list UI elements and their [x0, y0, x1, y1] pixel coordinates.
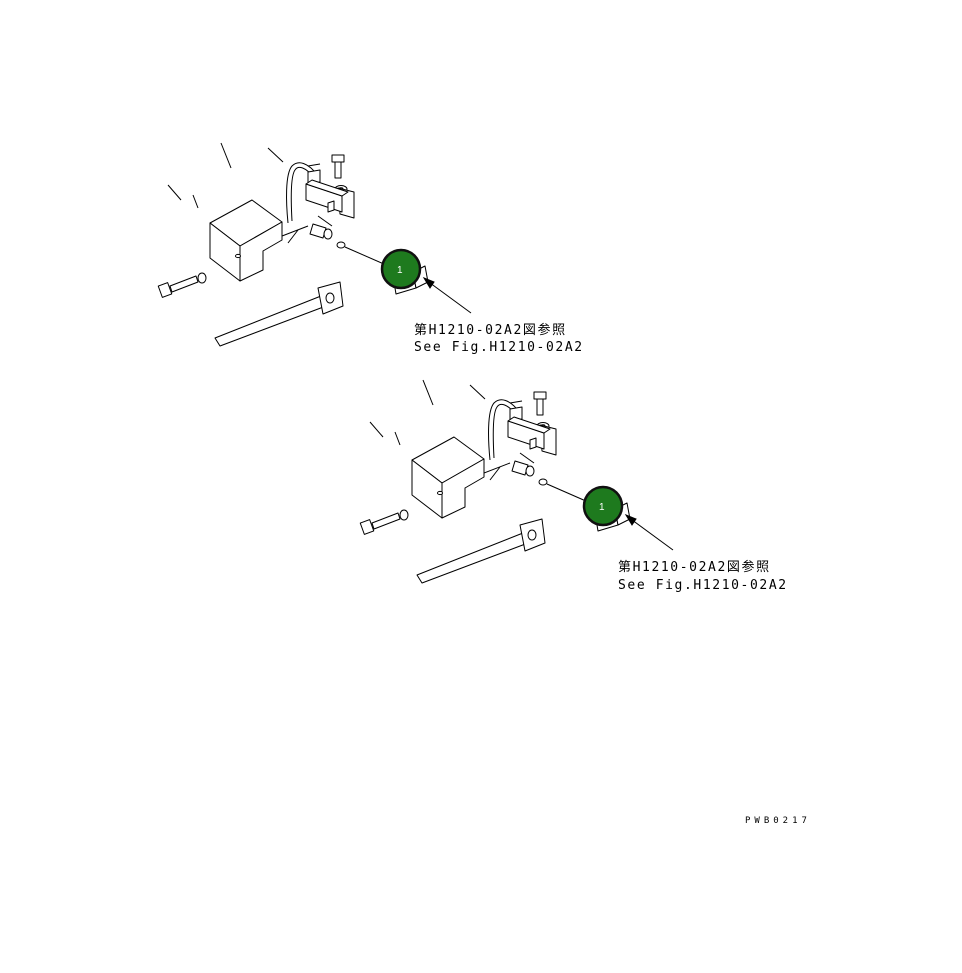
- assembly-upper: 1 第H1210-02A2図参照 See Fig.H1210-02A2: [157, 142, 584, 355]
- reference-text-en-lower: See Fig.H1210-02A2: [618, 578, 788, 593]
- callout-1-lower-number: 1: [599, 502, 605, 513]
- assembly-lower-parts: [359, 379, 674, 584]
- reference-text-en-upper: See Fig.H1210-02A2: [414, 340, 584, 355]
- reference-text-jp-upper: 第H1210-02A2図参照: [414, 322, 567, 338]
- assembly-upper-parts: [157, 142, 472, 347]
- reference-text-jp-lower: 第H1210-02A2図参照: [618, 559, 771, 575]
- assembly-lower: 1 第H1210-02A2図参照 See Fig.H1210-02A2: [359, 379, 788, 593]
- callout-1-lower[interactable]: 1: [582, 485, 624, 527]
- callout-1-upper-number: 1: [397, 265, 403, 276]
- drawing-code: PWB0217: [745, 816, 811, 826]
- callout-1-upper[interactable]: 1: [380, 248, 422, 290]
